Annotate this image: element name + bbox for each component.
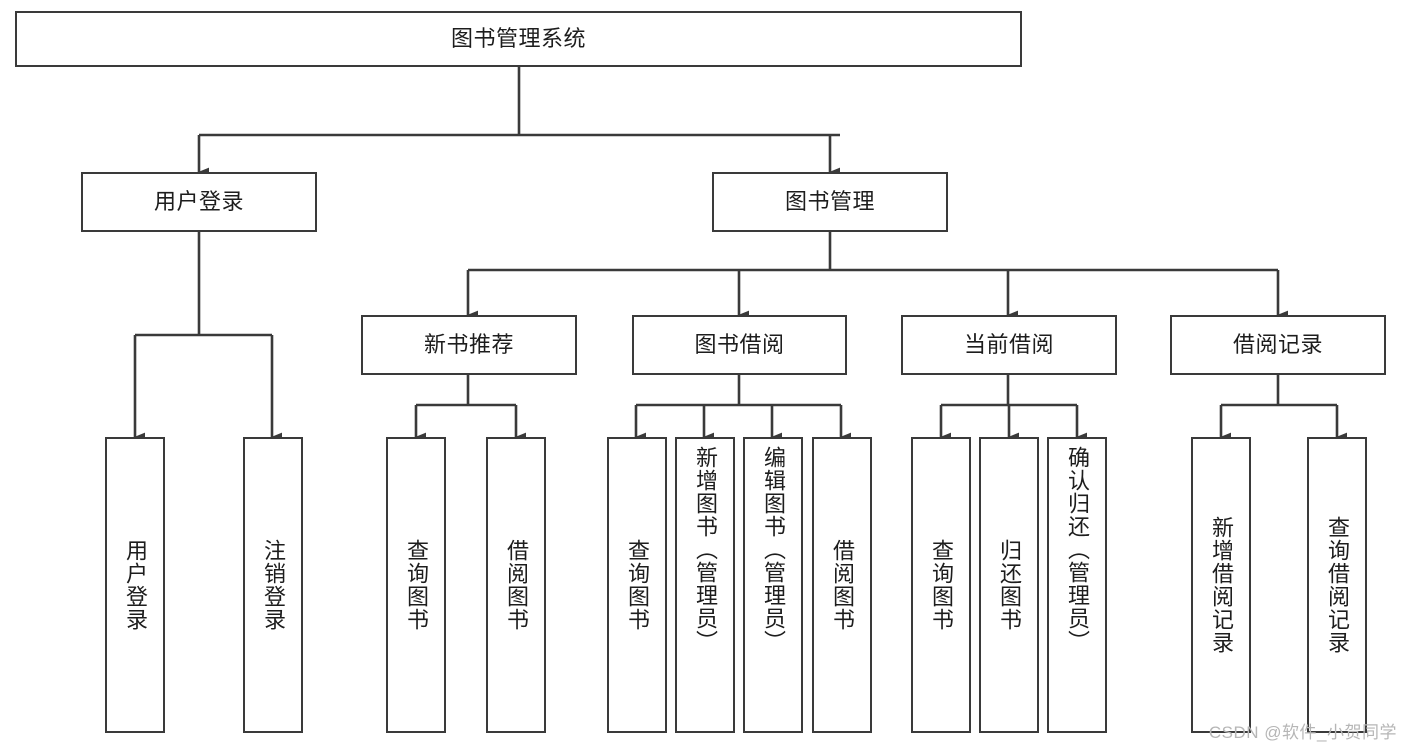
node-borrowing-record[interactable]: 借阅记录 bbox=[1170, 315, 1386, 375]
watermark-text: CSDN @软件_小贺同学 bbox=[1208, 723, 1397, 742]
node-book-borrowing[interactable]: 图书借阅 bbox=[632, 315, 847, 375]
leaf-logout[interactable]: 注销登录 bbox=[243, 437, 303, 733]
node-label: 查询图书 bbox=[624, 539, 650, 631]
leaf-return-book[interactable]: 归还图书 bbox=[979, 437, 1039, 733]
node-label: 查询图书 bbox=[928, 539, 954, 631]
node-label: 归还图书 bbox=[996, 539, 1022, 631]
node-label: 用户登录 bbox=[153, 188, 244, 214]
node-current-borrowing[interactable]: 当前借阅 bbox=[901, 315, 1117, 375]
node-label: 图书管理系统 bbox=[450, 25, 586, 51]
leaf-edit-book-admin[interactable]: 编辑图书（管理员） bbox=[743, 437, 803, 733]
leaf-add-book-admin[interactable]: 新增图书（管理员） bbox=[675, 437, 735, 733]
leaf-query-borrow-record[interactable]: 查询借阅记录 bbox=[1307, 437, 1367, 733]
node-book-management[interactable]: 图书管理 bbox=[712, 172, 948, 232]
node-label: 借阅图书 bbox=[829, 539, 855, 631]
node-label: 查询图书 bbox=[403, 539, 429, 631]
node-label: 当前借阅 bbox=[963, 331, 1054, 357]
leaf-confirm-return-admin[interactable]: 确认归还（管理员） bbox=[1047, 437, 1107, 733]
node-label: 查询借阅记录 bbox=[1324, 516, 1350, 654]
node-label: 用户登录 bbox=[122, 539, 148, 631]
leaf-query-book-newbook[interactable]: 查询图书 bbox=[386, 437, 446, 733]
node-new-book-recommendation[interactable]: 新书推荐 bbox=[361, 315, 577, 375]
node-label: 图书借阅 bbox=[694, 331, 785, 357]
leaf-borrow-book-newbook[interactable]: 借阅图书 bbox=[486, 437, 546, 733]
leaf-query-book-current[interactable]: 查询图书 bbox=[911, 437, 971, 733]
node-user-login[interactable]: 用户登录 bbox=[81, 172, 317, 232]
node-label: 新增借阅记录 bbox=[1208, 516, 1234, 654]
leaf-add-borrow-record[interactable]: 新增借阅记录 bbox=[1191, 437, 1251, 733]
node-label: 借阅图书 bbox=[503, 539, 529, 631]
node-label: 确认归还（管理员） bbox=[1064, 446, 1090, 653]
node-label: 新增图书（管理员） bbox=[692, 446, 718, 653]
node-root-library-management-system[interactable]: 图书管理系统 bbox=[15, 11, 1022, 67]
leaf-query-book-borrow[interactable]: 查询图书 bbox=[607, 437, 667, 733]
node-label: 新书推荐 bbox=[423, 331, 514, 357]
node-label: 编辑图书（管理员） bbox=[760, 446, 786, 653]
leaf-user-login[interactable]: 用户登录 bbox=[105, 437, 165, 733]
leaf-borrow-book[interactable]: 借阅图书 bbox=[812, 437, 872, 733]
node-label: 注销登录 bbox=[260, 539, 286, 631]
node-label: 图书管理 bbox=[784, 188, 875, 214]
node-label: 借阅记录 bbox=[1232, 331, 1323, 357]
